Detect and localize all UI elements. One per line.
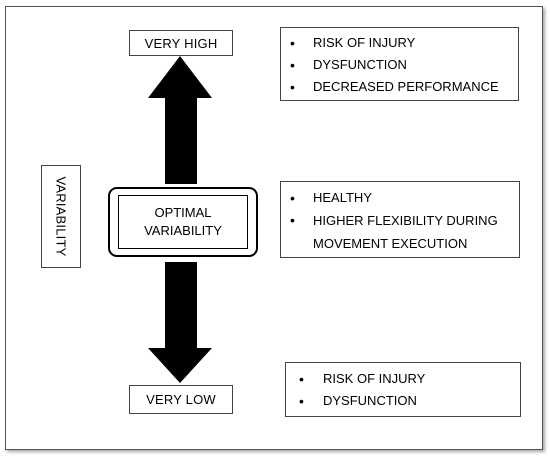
list-item-line1: HIGHER FLEXIBILITY DURING <box>313 213 498 228</box>
variability-axis-box: VARIABILITY <box>41 165 81 268</box>
optimal-variability-inner-box: OPTIMAL VARIABILITY <box>118 195 248 249</box>
list-item: DYSFUNCTION <box>281 54 499 76</box>
high-variability-effects-box: RISK OF INJURY DYSFUNCTION DECREASED PER… <box>280 27 519 101</box>
very-low-box: VERY LOW <box>129 385 233 414</box>
optimal-label-line1: OPTIMAL <box>154 205 212 220</box>
very-high-box: VERY HIGH <box>129 30 233 56</box>
list-item: HIGHER FLEXIBILITY DURING MOVEMENT EXECU… <box>281 209 498 255</box>
list-item: DECREASED PERFORMANCE <box>281 76 499 98</box>
optimal-variability-box: OPTIMAL VARIABILITY <box>108 187 258 257</box>
variability-axis-label: VARIABILITY <box>53 176 69 257</box>
list-item: HEALTHY <box>281 187 498 209</box>
low-effects-list: RISK OF INJURY DYSFUNCTION <box>286 368 425 412</box>
very-high-label: VERY HIGH <box>144 35 218 51</box>
high-effects-list: RISK OF INJURY DYSFUNCTION DECREASED PER… <box>281 32 499 98</box>
optimal-effects-list: HEALTHY HIGHER FLEXIBILITY DURING MOVEME… <box>281 187 498 255</box>
low-variability-effects-box: RISK OF INJURY DYSFUNCTION <box>285 362 521 417</box>
down-arrow <box>148 262 212 383</box>
list-item-line2: MOVEMENT EXECUTION <box>313 236 468 251</box>
list-item: RISK OF INJURY <box>281 32 499 54</box>
optimal-label-line2: VARIABILITY <box>144 223 222 238</box>
list-item: DYSFUNCTION <box>286 390 425 412</box>
list-item: RISK OF INJURY <box>286 368 425 390</box>
up-arrow <box>148 56 212 184</box>
optimal-variability-effects-box: HEALTHY HIGHER FLEXIBILITY DURING MOVEME… <box>280 181 520 258</box>
very-low-label: VERY LOW <box>146 392 216 407</box>
